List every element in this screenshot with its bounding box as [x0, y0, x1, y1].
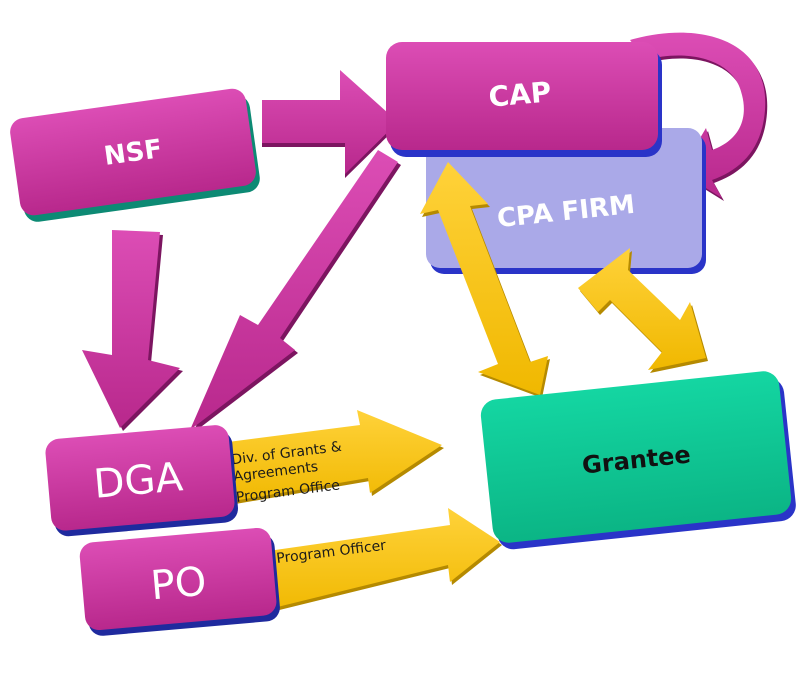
arrow-cap-to-cpa-firm	[630, 32, 768, 201]
arrow-cpa-firm-grantee-bidirectional	[578, 248, 708, 373]
arrow-cap-to-dga	[190, 150, 401, 433]
node-cap: CAP	[386, 42, 662, 157]
arrow-po-bullets: Program Officer	[240, 508, 502, 618]
dga-label: DGA	[92, 454, 185, 508]
cap-label: CAP	[487, 75, 552, 113]
node-po: PO	[79, 527, 280, 636]
po-label: PO	[149, 559, 208, 610]
node-nsf: NSF	[10, 88, 260, 222]
arrow-cap-grantee-bidirectional	[420, 162, 550, 398]
arrow-dga-bullets: Div. of Grants & Agreements Program Offi…	[205, 410, 444, 508]
node-dga: DGA	[45, 425, 238, 537]
node-cpa-firm: CPA FIRM	[426, 128, 706, 274]
arrow-nsf-to-cap	[262, 70, 398, 178]
arrow-nsf-to-dga	[82, 230, 183, 431]
node-grantee: Grantee	[480, 371, 796, 550]
